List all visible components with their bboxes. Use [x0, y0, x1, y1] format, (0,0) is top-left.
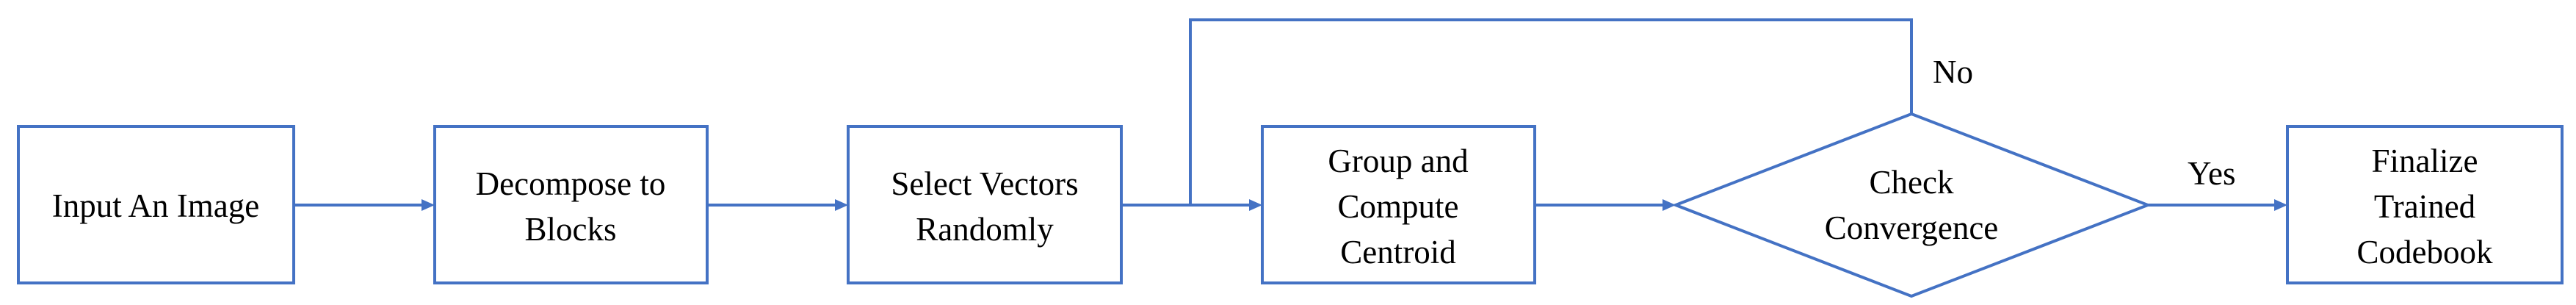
node-finalize-codebook-line-2: Trained	[2374, 188, 2475, 225]
arrowhead-to-finalize	[2274, 199, 2287, 211]
node-input-image: Input An Image	[17, 125, 295, 284]
node-input-image-line-1: Input An Image	[52, 187, 259, 224]
node-group-compute-box	[1261, 125, 1536, 284]
node-select-vectors-line-2: Randomly	[916, 211, 1054, 248]
edge-loop-back-no	[1189, 18, 1913, 205]
node-finalize-codebook-line-3: Codebook	[2357, 234, 2493, 270]
node-group-compute-line-3: Centroid	[1340, 234, 1455, 270]
arrowhead-to-check	[1663, 199, 1676, 211]
node-input-image-box	[17, 125, 295, 284]
node-check-convergence-diamond	[1671, 112, 2152, 298]
node-decompose-blocks: Decompose to Blocks	[433, 125, 709, 284]
node-group-compute-line-1: Group and	[1328, 143, 1468, 179]
node-check-convergence-line-2: Convergence	[1825, 209, 1999, 246]
node-check-convergence-line-1: Check	[1870, 164, 1954, 201]
node-check-convergence: Check Convergence	[1671, 112, 2152, 298]
node-group-compute: Group and Compute Centroid	[1261, 125, 1536, 284]
arrowhead-to-decompose	[422, 199, 435, 211]
node-finalize-codebook-box	[2286, 125, 2564, 284]
node-group-compute-line-2: Compute	[1338, 188, 1459, 225]
node-decompose-blocks-line-1: Decompose to	[476, 165, 666, 202]
node-finalize-codebook: Finalize Trained Codebook	[2286, 125, 2564, 284]
edge-label-yes: Yes	[2188, 155, 2235, 192]
node-decompose-blocks-line-2: Blocks	[524, 211, 616, 248]
node-decompose-blocks-box	[433, 125, 709, 284]
node-finalize-codebook-line-1: Finalize	[2372, 143, 2478, 179]
node-select-vectors-box	[847, 125, 1123, 284]
edge-label-no: No	[1933, 54, 1973, 90]
node-select-vectors: Select Vectors Randomly	[847, 125, 1123, 284]
node-select-vectors-line-1: Select Vectors	[891, 165, 1078, 202]
arrowhead-to-group	[1249, 199, 1262, 211]
arrowhead-to-select	[835, 199, 848, 211]
edges	[294, 18, 2287, 211]
